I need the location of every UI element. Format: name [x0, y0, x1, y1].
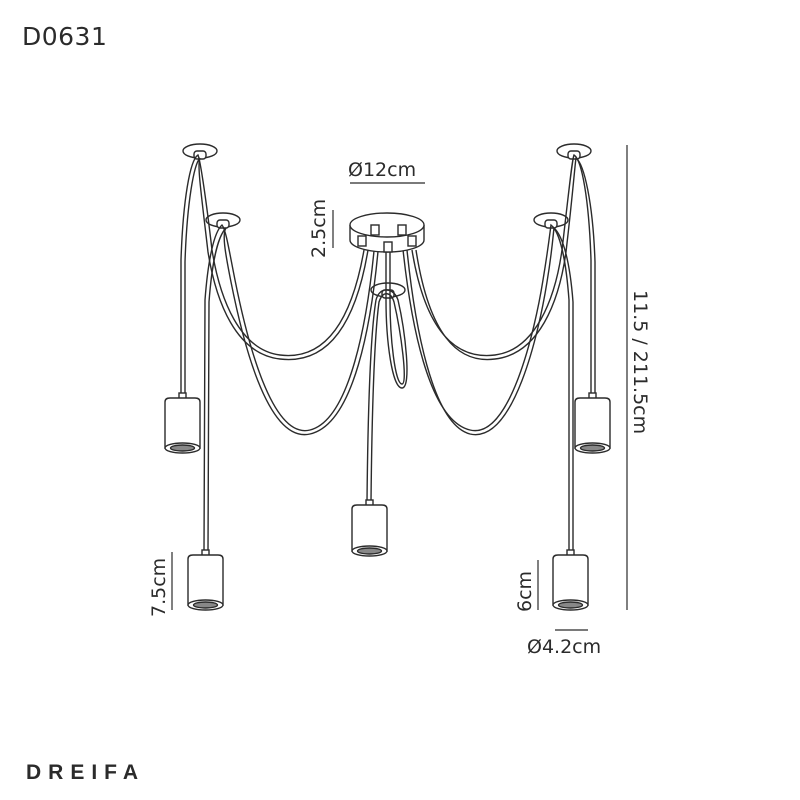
ceiling-hook-top-left — [182, 143, 218, 160]
ceiling-hook-mid-right — [533, 212, 569, 229]
lampholder-height-label-left: 7.5cm — [148, 558, 170, 617]
drop-height-label: 11.5 / 211.5cm — [629, 290, 651, 434]
canopy-diameter-label: Ø12cm — [348, 159, 416, 181]
lampholder-center — [351, 499, 388, 557]
brand-name: DREIFA — [26, 761, 146, 784]
lampholder-height-label-right: 6cm — [514, 571, 536, 612]
ceiling-hook-mid-left — [205, 212, 241, 229]
canopy-height-label: 2.5cm — [308, 199, 330, 258]
ceiling-canopy — [349, 212, 425, 253]
lampholder-right-upper — [574, 392, 611, 454]
lampholder-right-lower — [552, 549, 589, 611]
lampholder-diameter-label: Ø4.2cm — [527, 636, 601, 658]
cables — [180, 153, 596, 553]
lampholder-left-upper — [164, 392, 201, 454]
product-code: D0631 — [22, 22, 108, 51]
lampholder-left-lower — [187, 549, 224, 611]
